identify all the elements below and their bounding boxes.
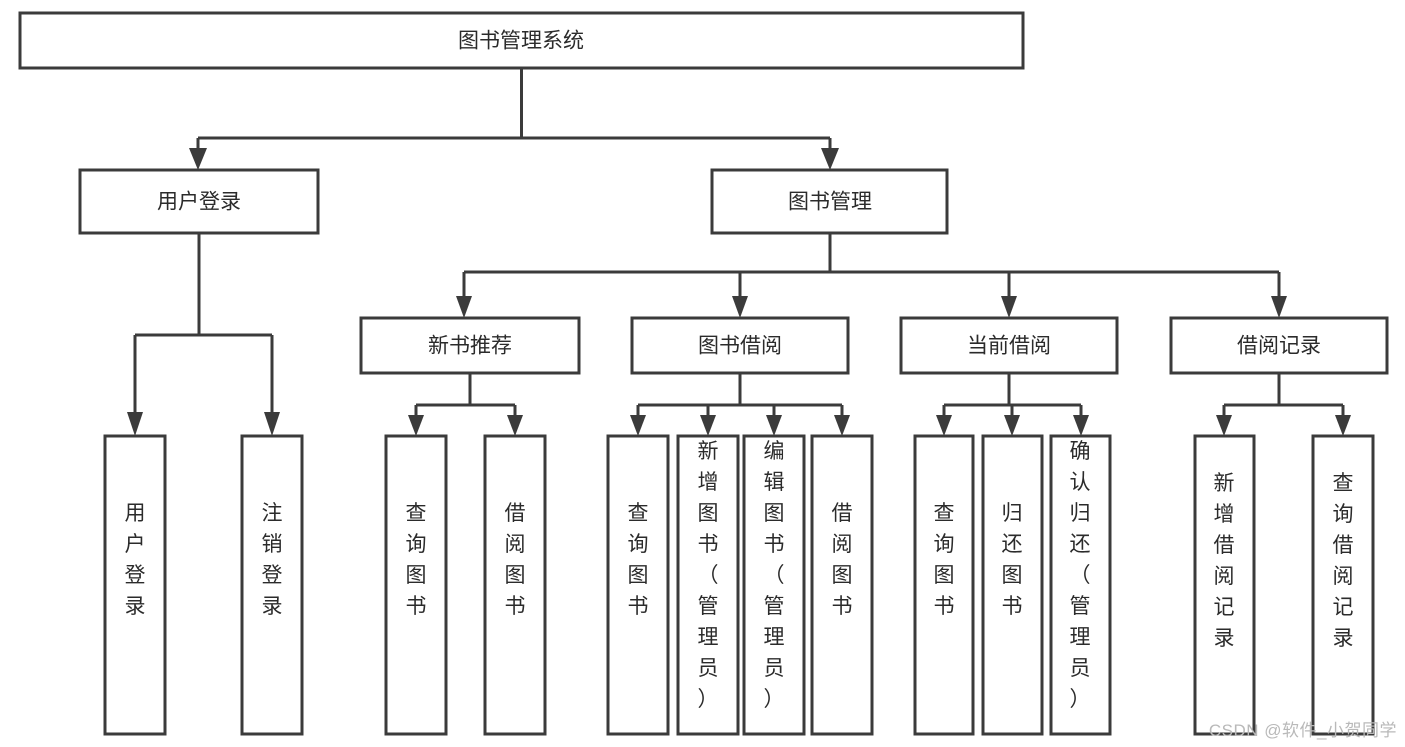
node-root[interactable]: 图书管理系统 — [18, 11, 1025, 70]
arrow-head-borrow-record — [1271, 296, 1287, 318]
node-leaf-return-book-box[interactable] — [981, 434, 1044, 736]
node-current-borrow-label: 当前借阅 — [967, 335, 1051, 358]
connector-group-book-manage-to-l3 — [456, 233, 1287, 318]
connector-group-current-borrow-to-leaves — [936, 373, 1089, 436]
connector-group-borrow-record-to-leaves — [1216, 373, 1351, 436]
arrow-head-leaf-logout — [264, 412, 280, 436]
node-leaf-query-book-1[interactable]: 查询图书 — [384, 434, 448, 736]
node-leaf-add-book[interactable]: 新增图书（管理员） — [676, 434, 740, 736]
connector-group-new-book-rec-to-leaves — [408, 373, 523, 436]
node-leaf-query-book-2-box[interactable] — [606, 434, 670, 736]
node-book-borrow[interactable]: 图书借阅 — [630, 316, 850, 375]
node-leaf-user-login-box[interactable] — [103, 434, 167, 736]
node-leaf-edit-book-box[interactable] — [742, 434, 806, 736]
node-leaf-add-record[interactable]: 新增借阅记录 — [1193, 434, 1256, 736]
node-leaf-user-login-label: 用户登录 — [125, 502, 146, 618]
node-new-book-rec[interactable]: 新书推荐 — [359, 316, 581, 375]
node-leaf-confirm-return-label: 确认归还（管理员） — [1070, 440, 1091, 711]
node-leaf-query-book-1-box[interactable] — [384, 434, 448, 736]
node-current-borrow[interactable]: 当前借阅 — [899, 316, 1119, 375]
arrow-head-leaf-edit-book — [766, 415, 782, 436]
arrow-head-user-login — [189, 148, 207, 170]
node-book-borrow-label: 图书借阅 — [698, 335, 782, 358]
node-leaf-query-record-label: 查询借阅记录 — [1333, 472, 1354, 650]
arrow-head-leaf-borrow-book-1 — [507, 415, 523, 436]
node-leaf-query-book-3-box[interactable] — [913, 434, 975, 736]
arrow-head-leaf-query-record — [1335, 415, 1351, 436]
node-leaf-query-record[interactable]: 查询借阅记录 — [1311, 434, 1375, 736]
node-book-borrow-box[interactable] — [630, 316, 850, 375]
node-leaf-query-book-2-label: 查询图书 — [628, 502, 649, 618]
node-leaf-add-record-label: 新增借阅记录 — [1214, 472, 1235, 650]
connector-group-book-borrow-to-leaves — [630, 373, 850, 436]
node-leaf-logout-label: 注销登录 — [262, 502, 283, 618]
node-leaf-add-record-box[interactable] — [1193, 434, 1256, 736]
arrow-head-leaf-user-login — [127, 412, 143, 436]
node-borrow-record-label: 借阅记录 — [1237, 335, 1321, 358]
arrow-head-leaf-return-book — [1004, 415, 1020, 436]
node-borrow-record[interactable]: 借阅记录 — [1169, 316, 1389, 375]
node-leaf-borrow-book-1[interactable]: 借阅图书 — [483, 434, 547, 736]
connector-group-root-to-l2 — [189, 68, 839, 170]
node-borrow-record-box[interactable] — [1169, 316, 1389, 375]
node-leaf-return-book[interactable]: 归还图书 — [981, 434, 1044, 736]
node-leaf-query-book-2[interactable]: 查询图书 — [606, 434, 670, 736]
node-book-manage-box[interactable] — [710, 168, 949, 235]
node-leaf-logout[interactable]: 注销登录 — [240, 434, 304, 736]
node-leaf-edit-book-label: 编辑图书（管理员） — [764, 440, 785, 711]
node-leaf-add-book-label: 新增图书（管理员） — [698, 440, 719, 711]
arrow-head-leaf-confirm-return — [1073, 415, 1089, 436]
arrow-head-leaf-query-book-1 — [408, 415, 424, 436]
node-leaf-user-login[interactable]: 用户登录 — [103, 434, 167, 736]
node-book-manage-label: 图书管理 — [788, 191, 872, 214]
node-leaf-confirm-return-box[interactable] — [1049, 434, 1112, 736]
node-leaf-logout-box[interactable] — [240, 434, 304, 736]
node-root-box[interactable] — [18, 11, 1025, 70]
node-user-login[interactable]: 用户登录 — [78, 168, 320, 235]
arrow-head-book-manage — [821, 148, 839, 170]
connector-group-user-login-to-leaves — [127, 233, 280, 436]
node-new-book-rec-box[interactable] — [359, 316, 581, 375]
node-user-login-box[interactable] — [78, 168, 320, 235]
node-new-book-rec-label: 新书推荐 — [428, 335, 512, 358]
arrow-head-book-borrow — [732, 296, 748, 318]
node-leaf-query-book-3[interactable]: 查询图书 — [913, 434, 975, 736]
node-current-borrow-box[interactable] — [899, 316, 1119, 375]
node-leaf-borrow-book-2-label: 借阅图书 — [832, 502, 853, 618]
node-leaf-edit-book[interactable]: 编辑图书（管理员） — [742, 434, 806, 736]
arrow-head-leaf-add-record — [1216, 415, 1232, 436]
arrow-head-new-book-rec — [456, 296, 472, 318]
node-leaf-borrow-book-2[interactable]: 借阅图书 — [810, 434, 874, 736]
node-leaf-confirm-return[interactable]: 确认归还（管理员） — [1049, 434, 1112, 736]
node-book-manage[interactable]: 图书管理 — [710, 168, 949, 235]
arrow-head-leaf-query-book-2 — [630, 415, 646, 436]
node-leaf-add-book-box[interactable] — [676, 434, 740, 736]
node-leaf-borrow-book-1-label: 借阅图书 — [505, 502, 526, 618]
arrow-head-leaf-query-book-3 — [936, 415, 952, 436]
node-leaf-query-book-1-label: 查询图书 — [406, 502, 427, 618]
arrow-head-leaf-add-book — [700, 415, 716, 436]
node-leaf-return-book-label: 归还图书 — [1002, 502, 1023, 618]
arrow-head-current-borrow — [1001, 296, 1017, 318]
node-root-label: 图书管理系统 — [458, 30, 584, 53]
node-leaf-borrow-book-2-box[interactable] — [810, 434, 874, 736]
node-user-login-label: 用户登录 — [157, 191, 241, 214]
node-leaf-borrow-book-1-box[interactable] — [483, 434, 547, 736]
node-leaf-query-book-3-label: 查询图书 — [934, 502, 955, 618]
arrow-head-leaf-borrow-book-2 — [834, 415, 850, 436]
node-leaf-query-record-box[interactable] — [1311, 434, 1375, 736]
